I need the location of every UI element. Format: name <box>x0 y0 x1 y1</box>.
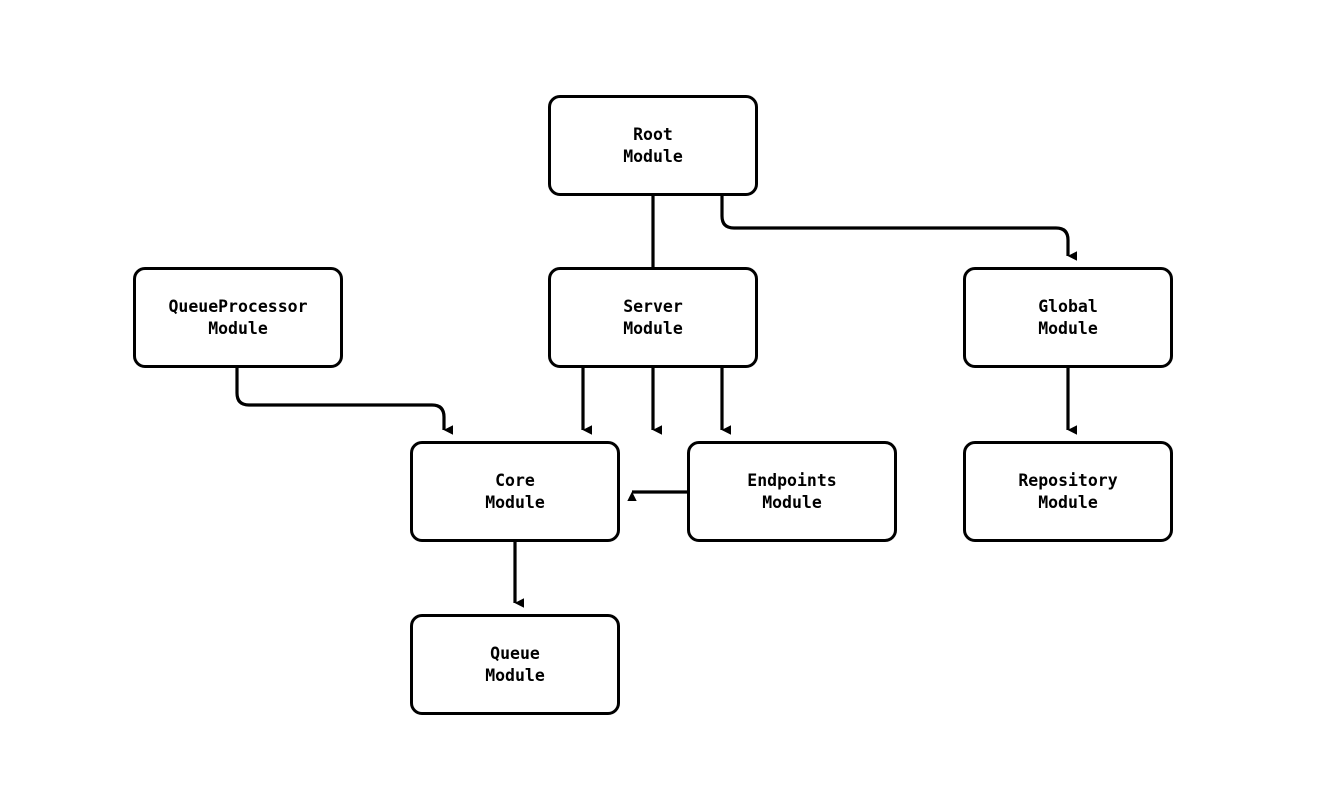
node-label: Global Module <box>1038 296 1098 338</box>
node-label: QueueProcessor Module <box>168 296 308 338</box>
node-repository-module[interactable]: Repository Module <box>963 441 1173 542</box>
node-server-module[interactable]: Server Module <box>548 267 758 368</box>
node-core-module[interactable]: Core Module <box>410 441 620 542</box>
edge-root-to-global <box>720 196 1078 261</box>
node-label: Endpoints Module <box>747 470 837 512</box>
edge-queueprocessor-to-core <box>235 368 454 435</box>
node-label: Repository Module <box>1018 470 1118 512</box>
node-endpoints-module[interactable]: Endpoints Module <box>687 441 897 542</box>
node-root-module[interactable]: Root Module <box>548 95 758 196</box>
node-label: Server Module <box>623 296 683 338</box>
node-label: Root Module <box>623 124 683 166</box>
node-label: Core Module <box>485 470 545 512</box>
node-queueprocessor-module[interactable]: QueueProcessor Module <box>133 267 343 368</box>
node-label: Queue Module <box>485 643 545 685</box>
node-global-module[interactable]: Global Module <box>963 267 1173 368</box>
node-queue-module[interactable]: Queue Module <box>410 614 620 715</box>
